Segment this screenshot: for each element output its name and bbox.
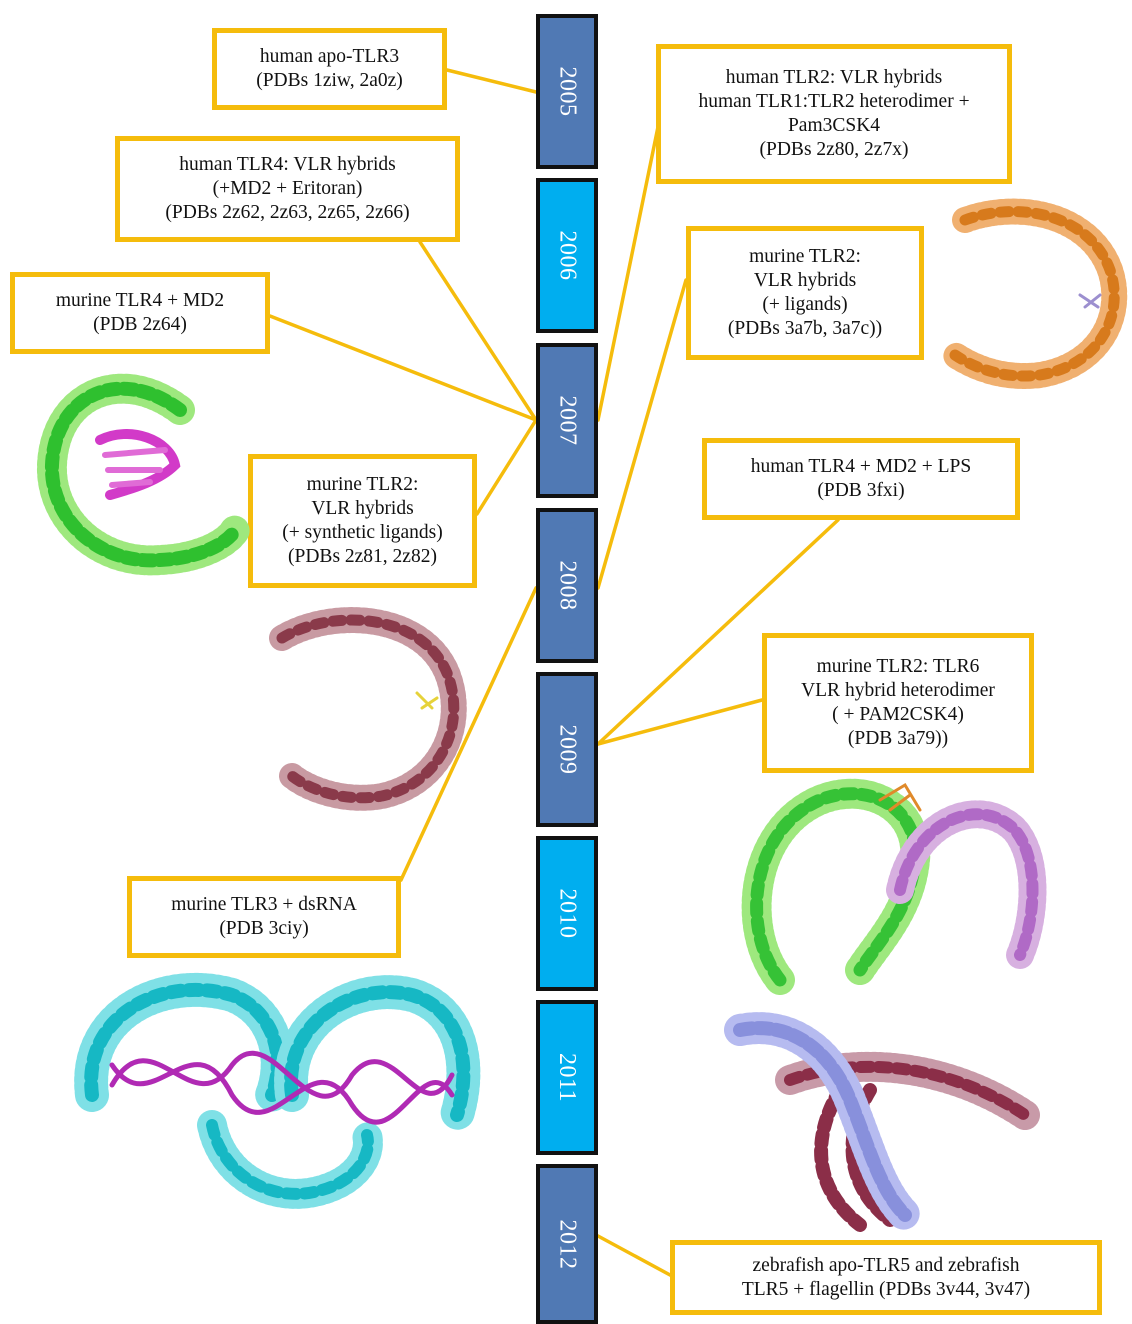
box-line: human TLR4 + MD2 + LPS [751, 455, 971, 479]
box-line: (+ synthetic ligands) [282, 521, 442, 545]
box-line: human TLR2: VLR hybrids [726, 66, 943, 90]
box-line: human apo-TLR3 [260, 45, 399, 69]
box-line: TLR5 + flagellin (PDBs 3v44, 3v47) [742, 1278, 1030, 1302]
green-purple-structure [740, 780, 1042, 998]
box-murine-tlr2-tlr6: murine TLR2: TLR6 VLR hybrid heterodimer… [762, 633, 1034, 773]
box-line: human TLR4: VLR hybrids [179, 153, 396, 177]
box-line: VLR hybrid heterodimer [801, 679, 995, 703]
year-label: 2007 [554, 396, 581, 446]
year-block-2005: 2005 [536, 14, 598, 169]
box-line: murine TLR2: [749, 245, 861, 269]
box-line: (+ ligands) [762, 293, 847, 317]
year-block-2012: 2012 [536, 1164, 598, 1324]
box-line: murine TLR3 + dsRNA [171, 893, 357, 917]
year-block-2006: 2006 [536, 178, 598, 333]
year-label: 2006 [554, 231, 581, 281]
box-line: (PDBs 2z80, 2z7x) [760, 138, 909, 162]
box-human-tlr2-tlr1: human TLR2: VLR hybrids human TLR1:TLR2 … [656, 44, 1012, 184]
connector-line [270, 316, 536, 420]
maroon-lavender-structure [730, 1020, 1035, 1232]
cyan-dsrna-structure [72, 975, 480, 1215]
maroon-structure [262, 598, 477, 813]
box-line: VLR hybrids [311, 497, 413, 521]
box-line: (PDBs 2z62, 2z63, 2z65, 2z66) [165, 201, 409, 225]
box-murine-tlr3-dsrna: murine TLR3 + dsRNA (PDB 3ciy) [127, 876, 401, 958]
orange-structure [940, 195, 1132, 387]
year-block-2010: 2010 [536, 836, 598, 991]
box-line: murine TLR4 + MD2 [56, 289, 224, 313]
year-block-2008: 2008 [536, 508, 598, 663]
connector-line [447, 70, 536, 92]
box-line: (PDB 3ciy) [219, 917, 308, 941]
box-zebrafish-tlr5: zebrafish apo-TLR5 and zebrafish TLR5 + … [670, 1240, 1102, 1315]
box-line: murine TLR2: TLR6 [817, 655, 980, 679]
box-line: VLR hybrids [754, 269, 856, 293]
box-line: human TLR1:TLR2 heterodimer + [698, 90, 969, 114]
connector-line [420, 242, 536, 420]
box-line: (PDBs 1ziw, 2a0z) [256, 69, 403, 93]
box-murine-tlr2-synthetic: murine TLR2: VLR hybrids (+ synthetic li… [248, 454, 477, 588]
green-magenta-structure [30, 370, 240, 580]
year-label: 2009 [554, 725, 581, 775]
year-label: 2008 [554, 561, 581, 611]
box-line: Pam3CSK4 [788, 114, 880, 138]
box-line: (PDB 3fxi) [817, 479, 904, 503]
box-human-tlr4-vlr: human TLR4: VLR hybrids (+MD2 + Eritoran… [115, 136, 460, 242]
box-human-apo-tlr3: human apo-TLR3 (PDBs 1ziw, 2a0z) [212, 28, 447, 110]
connector-line [477, 420, 536, 514]
box-murine-tlr4-md2: murine TLR4 + MD2 (PDB 2z64) [10, 272, 270, 354]
box-line: (PDBs 3a7b, 3a7c)) [728, 317, 882, 341]
year-block-2007: 2007 [536, 343, 598, 498]
box-line: (PDB 3a79)) [848, 727, 948, 751]
year-block-2011: 2011 [536, 1000, 598, 1155]
box-line: murine TLR2: [307, 473, 419, 497]
box-line: (+MD2 + Eritoran) [213, 177, 363, 201]
box-human-tlr4-md2-lps: human TLR4 + MD2 + LPS (PDB 3fxi) [702, 438, 1020, 520]
connector-line [598, 280, 686, 588]
box-murine-tlr2-ligands: murine TLR2: VLR hybrids (+ ligands) (PD… [686, 226, 924, 360]
box-line: (PDB 2z64) [93, 313, 187, 337]
box-line: zebrafish apo-TLR5 and zebrafish [753, 1254, 1020, 1278]
year-label: 2012 [554, 1219, 581, 1269]
box-line: ( + PAM2CSK4) [832, 703, 964, 727]
connector-line [598, 122, 659, 420]
year-label: 2010 [554, 889, 581, 939]
year-block-2009: 2009 [536, 672, 598, 827]
year-label: 2011 [553, 1053, 580, 1102]
box-line: (PDBs 2z81, 2z82) [288, 545, 437, 569]
year-label: 2005 [554, 67, 581, 117]
